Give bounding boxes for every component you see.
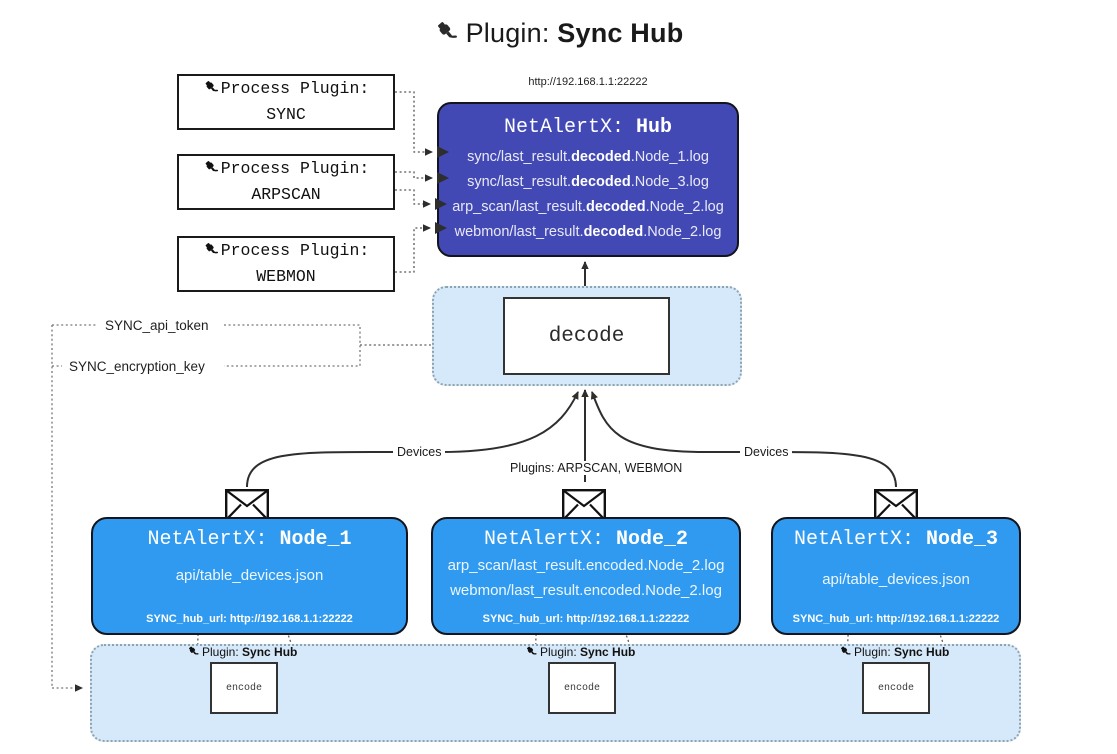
process-plugin-title: Process Plugin: (220, 241, 370, 261)
node-title: NetAlertX: Node_1 (93, 528, 406, 551)
encode-plugin-prefix: Plugin: (202, 645, 243, 659)
envelope-icon (874, 489, 918, 522)
plug-icon (525, 645, 538, 661)
process-plugin-box-sync[interactable]: Process Plugin: SYNC (177, 74, 395, 130)
hub-title-name: Hub (636, 116, 673, 139)
process-plugin-line1: Process Plugin: (203, 158, 370, 183)
page-title-name: Sync Hub (557, 18, 684, 48)
node-title: NetAlertX: Node_2 (433, 528, 739, 551)
page-title-prefix: Plugin: (465, 18, 558, 48)
node-line: api/table_devices.json (822, 571, 970, 588)
edge-label-plugins: Plugins: ARPSCAN, WEBMON (506, 461, 687, 475)
encode-box[interactable]: encode (210, 662, 278, 714)
node-box-node-2[interactable]: NetAlertX: Node_2 arp_scan/last_result.e… (431, 517, 741, 635)
node-title-prefix: NetAlertX: (147, 528, 280, 551)
log-post: .Node_3.log (630, 174, 709, 190)
hub-log-line: webmon/last_result.decoded.Node_2.log (439, 220, 737, 245)
hub-title-prefix: NetAlertX: (503, 116, 636, 139)
encode-plugin-label: Plugin: Sync Hub (187, 645, 297, 661)
plug-icon (203, 241, 220, 265)
log-mid: decoded (571, 174, 631, 190)
sync-encryption-key-label: SYNC_encryption_key (64, 359, 210, 374)
process-plugin-title: Process Plugin: (220, 79, 370, 99)
encode-plugin-label: Plugin: Sync Hub (525, 645, 635, 661)
node-title-name: Node_1 (279, 528, 352, 551)
hub-box[interactable]: NetAlertX: Hub sync/last_result.decoded.… (437, 102, 739, 257)
page-title: Plugin: Sync Hub (0, 18, 1117, 52)
hub-title: NetAlertX: Hub (439, 116, 737, 139)
process-plugin-name: WEBMON (256, 266, 316, 286)
log-mid: decoded (585, 199, 646, 215)
encode-plugin-name: Sync Hub (242, 645, 298, 659)
encode-plugin-prefix: Plugin: (854, 645, 895, 659)
hub-log-line: arp_scan/last_result.decoded.Node_2.log (439, 195, 737, 220)
plug-icon (203, 159, 220, 183)
node-line: webmon/last_result.encoded.Node_2.log (450, 582, 722, 599)
process-plugin-title: Process Plugin: (220, 159, 370, 179)
node-title-prefix: NetAlertX: (483, 528, 616, 551)
encode-plugin-name: Sync Hub (894, 645, 950, 659)
log-post: .Node_1.log (630, 149, 709, 165)
node-box-node-1[interactable]: NetAlertX: Node_1 api/table_devices.json… (91, 517, 408, 635)
node-box-node-3[interactable]: NetAlertX: Node_3 api/table_devices.json… (771, 517, 1021, 635)
node-title-name: Node_2 (616, 528, 689, 551)
log-pre: arp_scan/last_result. (452, 199, 586, 215)
log-mid: decoded (583, 224, 644, 240)
log-pre: webmon/last_result. (454, 224, 584, 240)
hub-log-line: sync/last_result.decoded.Node_1.log (439, 145, 737, 170)
encode-plugin-name: Sync Hub (580, 645, 636, 659)
node-line-list: api/table_devices.json (773, 567, 1019, 592)
plugin-to-hub-connectors (395, 91, 433, 273)
encode-plugin-prefix: Plugin: (540, 645, 581, 659)
node-line: arp_scan/last_result.encoded.Node_2.log (447, 557, 725, 574)
edge-label-devices-left: Devices (393, 445, 446, 459)
encode-box[interactable]: encode (548, 662, 616, 714)
log-post: .Node_2.log (643, 224, 722, 240)
process-plugin-line1: Process Plugin: (203, 240, 370, 265)
node-line-list: api/table_devices.json (93, 563, 406, 588)
node-hub-url-label: SYNC_hub_url: http://192.168.1.1:22222 (792, 613, 1000, 625)
encode-box[interactable]: encode (862, 662, 930, 714)
hub-log-line: sync/last_result.decoded.Node_3.log (439, 170, 737, 195)
log-pre: sync/last_result. (467, 174, 572, 190)
process-plugin-box-webmon[interactable]: Process Plugin: WEBMON (177, 236, 395, 292)
envelope-icon (562, 489, 606, 522)
plug-icon (203, 79, 220, 103)
hub-log-list: sync/last_result.decoded.Node_1.log sync… (439, 145, 737, 245)
node-line: api/table_devices.json (175, 567, 324, 584)
node-line-list: arp_scan/last_result.encoded.Node_2.log … (433, 553, 739, 603)
plug-icon (839, 645, 852, 661)
plug-icon (187, 645, 200, 661)
node-hub-url-label: SYNC_hub_url: http://192.168.1.1:22222 (146, 613, 353, 625)
node-title-name: Node_3 (926, 528, 999, 551)
log-pre: sync/last_result. (467, 149, 572, 165)
log-post: .Node_2.log (645, 199, 724, 215)
log-mid: decoded (571, 149, 631, 165)
plug-icon (434, 19, 460, 52)
decode-box[interactable]: decode (503, 297, 670, 375)
encode-plugin-label: Plugin: Sync Hub (839, 645, 949, 661)
envelope-icon (225, 489, 269, 522)
process-plugin-line1: Process Plugin: (203, 78, 370, 103)
node-title: NetAlertX: Node_3 (773, 528, 1019, 551)
node-title-prefix: NetAlertX: (793, 528, 926, 551)
hub-url-label: http://192.168.1.1:22222 (528, 76, 648, 88)
process-plugin-name: SYNC (266, 104, 306, 124)
edge-label-devices-right: Devices (740, 445, 793, 459)
node-hub-url-label: SYNC_hub_url: http://192.168.1.1:22222 (482, 613, 690, 625)
process-plugin-box-arpscan[interactable]: Process Plugin: ARPSCAN (177, 154, 395, 210)
sync-api-token-label: SYNC_api_token (100, 318, 214, 333)
process-plugin-name: ARPSCAN (251, 184, 321, 204)
